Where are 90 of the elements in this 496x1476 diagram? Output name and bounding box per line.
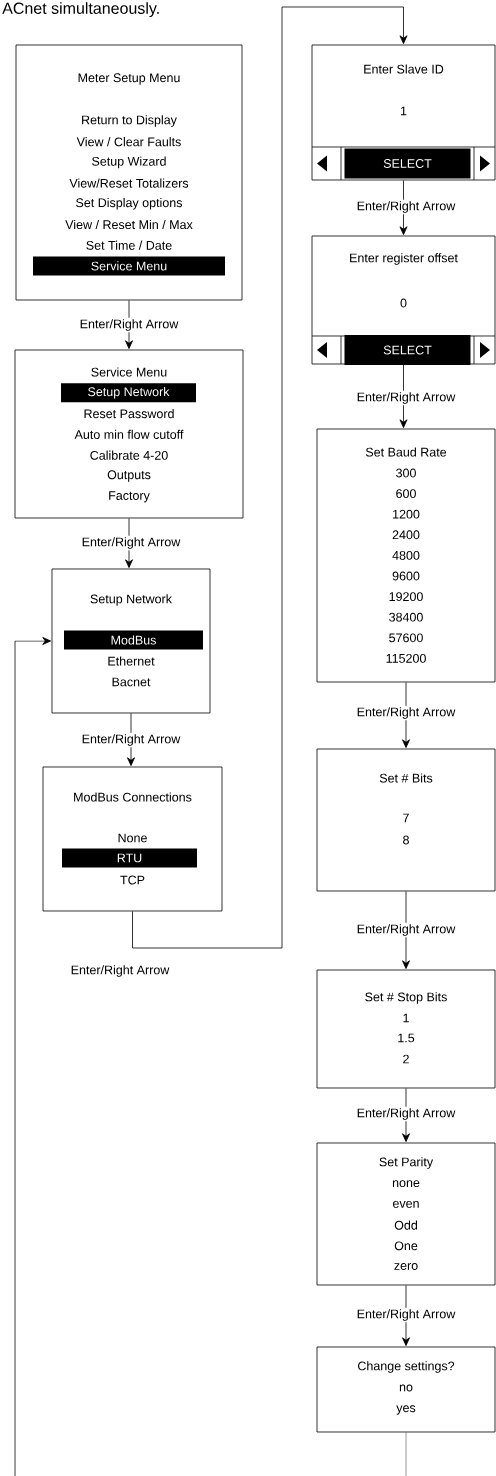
menu-screen-box	[311, 44, 496, 181]
arrow	[399, 364, 408, 428]
menu-title: Set # Stop Bits	[365, 992, 447, 1004]
edge-label: Enter/Right Arrow	[355, 922, 457, 938]
edge-label: Enter/Right Arrow	[78, 317, 180, 333]
arrow	[127, 713, 135, 766]
highlighted-menu-item: Service Menu	[33, 256, 225, 276]
menu-item: 1	[403, 1013, 409, 1023]
menu-item: Factory	[109, 491, 150, 503]
menu-item: none	[392, 1180, 420, 1188]
menu-item: no	[399, 1384, 413, 1392]
menu-item: yes	[396, 1405, 416, 1415]
select-button: SELECT	[344, 335, 471, 365]
menu-item: Odd	[394, 1220, 417, 1230]
menu-item: View / Clear Faults	[76, 137, 181, 147]
menu-item: Reset Password	[84, 409, 174, 419]
highlighted-menu-item: RTU	[62, 848, 197, 868]
menu-title: Enter Slave ID	[364, 64, 444, 74]
menu-item: Return to Display	[82, 115, 177, 127]
menu-title: Change settings?	[358, 1361, 455, 1373]
menu-item: 7	[403, 813, 409, 823]
menu-screen-box	[316, 428, 496, 683]
menu-item: Outputs	[107, 470, 151, 482]
highlighted-menu-item: ModBus	[64, 630, 203, 650]
menu-item: Calibrate 4-20	[90, 450, 168, 460]
edge-label: Enter/Right Arrow	[355, 1106, 457, 1122]
select-button: SELECT	[344, 148, 471, 179]
arrow	[402, 1285, 410, 1346]
menu-item: 2	[403, 1054, 409, 1064]
menu-title: Service Menu	[91, 367, 167, 377]
edge-label: Enter/Right Arrow	[69, 963, 171, 979]
menu-screen-box	[51, 568, 211, 714]
menu-item: View / Reset Min / Max	[65, 219, 193, 230]
edge-label: Enter/Right Arrow	[80, 732, 182, 748]
menu-item: Set Time / Date	[86, 240, 172, 250]
menu-title: Set # Bits	[379, 773, 433, 783]
menu-item: View/Reset Totalizers	[69, 178, 189, 188]
menu-screen-box	[42, 766, 223, 912]
menu-item: Set Display options	[76, 197, 183, 210]
arrow	[125, 300, 133, 349]
menu-item: 2400	[392, 530, 420, 540]
menu-item: Auto min flow cutoff	[74, 429, 184, 439]
menu-item: zero	[394, 1263, 418, 1270]
menu-item: Ethernet	[108, 656, 155, 666]
menu-item: Setup Wizard	[92, 156, 166, 169]
arrow	[402, 891, 410, 969]
menu-screen-box	[316, 1142, 496, 1286]
edge-label: Enter/Right Arrow	[355, 1307, 457, 1323]
menu-item: One	[394, 1241, 418, 1251]
menu-item: 300	[396, 468, 416, 478]
menu-title: Setup Network	[90, 594, 172, 606]
menu-title: Meter Setup Menu	[78, 73, 180, 85]
menu-item: 9600	[392, 571, 420, 581]
arrow	[402, 1088, 410, 1142]
menu-screen-box	[316, 969, 496, 1089]
menu-item: Bacnet	[112, 677, 151, 687]
arrow	[14, 637, 52, 1476]
arrow	[125, 518, 133, 568]
menu-item: even	[393, 1200, 419, 1208]
menu-title: ModBus Connections	[74, 792, 192, 802]
caption-text: ACnet simultaneously.	[2, 2, 159, 18]
menu-item: 38400	[389, 612, 423, 622]
menu-item: 57600	[389, 633, 423, 643]
menu-item: 1200	[393, 509, 420, 519]
menu-screen-box	[15, 44, 243, 301]
menu-item: 1.5	[398, 1033, 415, 1043]
menu-title: Enter register offset	[350, 253, 458, 265]
menu-screen-box	[316, 748, 496, 892]
menu-title: Set Baud Rate	[365, 447, 447, 457]
menu-item: 600	[396, 489, 416, 498]
menu-item: 1	[401, 106, 407, 116]
menu-item: 115200	[386, 654, 426, 663]
menu-item: 0	[400, 298, 407, 308]
menu-item: 19200	[389, 592, 423, 601]
menu-item: TCP	[120, 875, 145, 885]
edge-label: Enter/Right Arrow	[80, 535, 182, 551]
menu-title: Set Parity	[379, 1157, 434, 1169]
arrow	[132, 6, 408, 949]
menu-item: 4800	[392, 550, 420, 560]
edge-label: Enter/Right Arrow	[355, 199, 457, 215]
menu-screen-box	[316, 1346, 496, 1433]
highlighted-menu-item: Setup Network	[61, 383, 196, 403]
edge-label: Enter/Right Arrow	[355, 390, 457, 406]
menu-screen-box	[14, 349, 244, 519]
edge-label: Enter/Right Arrow	[355, 705, 457, 721]
menu-item: 8	[403, 835, 409, 845]
arrow	[399, 180, 408, 235]
menu-screen-box	[311, 235, 496, 365]
arrow	[402, 682, 410, 748]
menu-item: None	[118, 833, 147, 843]
